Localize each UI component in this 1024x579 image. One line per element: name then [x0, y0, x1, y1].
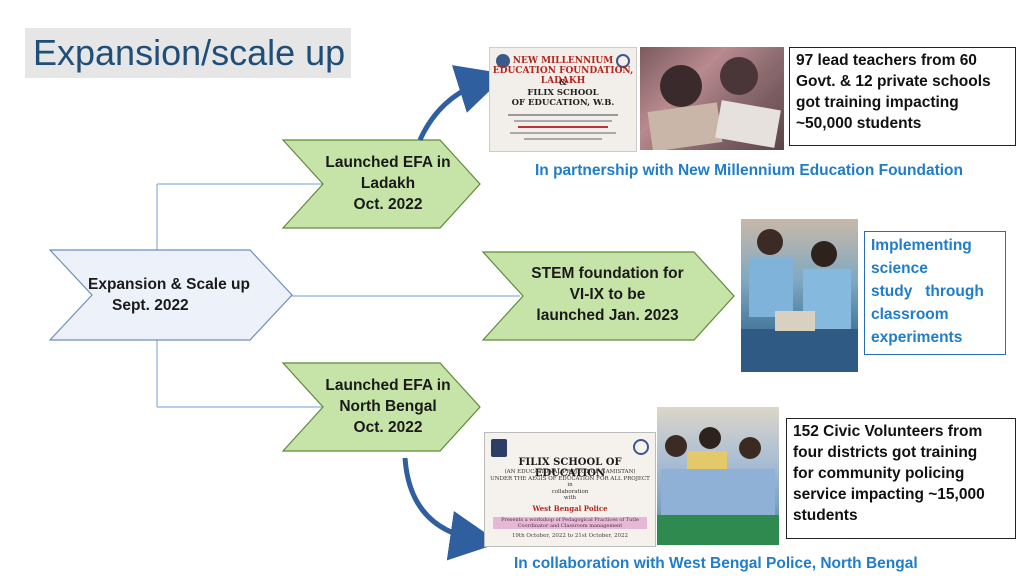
tree-connectors [156, 183, 520, 408]
branch-label-north-bengal: Launched EFA in North Bengal Oct. 2022 [325, 377, 451, 436]
logo-icon [496, 54, 510, 68]
root-label: Expansion & Scale up Sept. 2022 [88, 276, 250, 314]
photo-ladakh-banner: NEW MILLENNIUM EDUCATION FOUNDATION, LAD… [489, 47, 637, 152]
logo-icon [616, 54, 630, 68]
photo-bengal-banner: FILIX SCHOOL OF EDUCATION (AN EDUCATIONA… [484, 432, 656, 547]
curved-arrow-up [417, 65, 508, 142]
photo-bengal-volunteers [657, 407, 779, 545]
branch-label-ladakh: Launched EFA in Ladakh Oct. 2022 [325, 154, 451, 213]
branch-label-stem: STEM foundation for VI-IX to be launched… [531, 265, 684, 324]
logo-icon [633, 439, 649, 455]
root-chevron [48, 249, 293, 341]
caption-ladakh-partnership: In partnership with New Millennium Educa… [535, 162, 963, 179]
page-title: Expansion/scale up [25, 28, 351, 78]
branch-chevron-ladakh [281, 139, 481, 229]
photo-stem-classroom [741, 219, 858, 372]
info-box-stem: Implementing science study through class… [864, 231, 1006, 355]
info-box-ladakh: 97 lead teachers from 60 Govt. & 12 priv… [789, 47, 1016, 146]
curved-arrow-down [402, 457, 500, 561]
caption-bengal-collaboration: In collaboration with West Bengal Police… [514, 555, 918, 572]
info-box-north-bengal: 152 Civic Volunteers from four districts… [786, 418, 1016, 539]
branch-chevron-stem [481, 251, 735, 341]
police-badge-icon [491, 439, 507, 457]
photo-ladakh-classroom [640, 47, 784, 150]
branch-chevron-north-bengal [281, 362, 481, 452]
